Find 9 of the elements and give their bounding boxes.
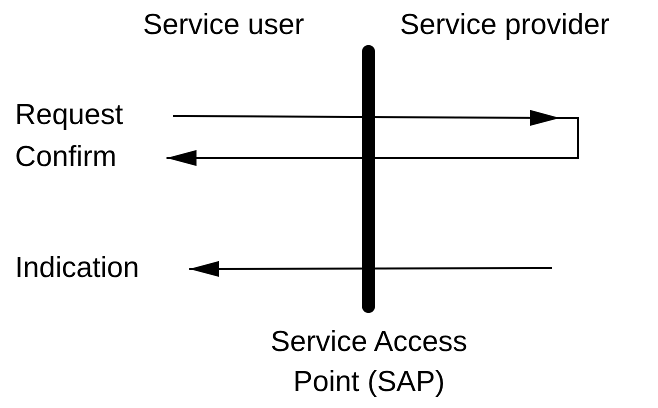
column-heading: Service user	[143, 8, 304, 42]
message-label: Confirm	[15, 140, 117, 174]
column-heading: Service provider	[400, 8, 610, 42]
caption-label: Service Access Point (SAP)	[270, 325, 468, 400]
message-label: Request	[15, 98, 124, 132]
arrow	[173, 110, 560, 126]
message-label: Indication	[15, 251, 140, 285]
arrow	[166, 117, 579, 166]
arrow	[189, 260, 552, 277]
